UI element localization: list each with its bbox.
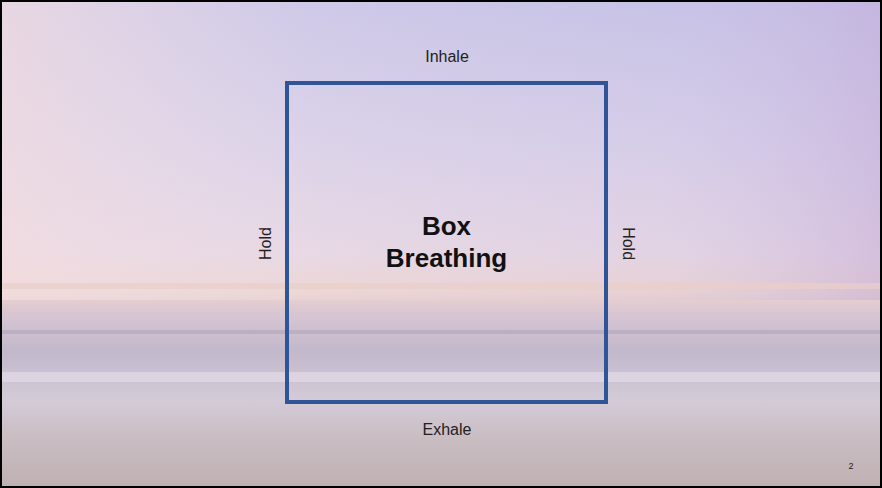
breathing-box: Box Breathing	[285, 81, 608, 404]
step-label: Hold	[255, 228, 274, 261]
step-label: Inhale	[425, 47, 469, 66]
step-label: Hold	[618, 228, 637, 261]
box-title: Box Breathing	[386, 211, 507, 273]
slide-number: 2	[848, 461, 853, 472]
sky-tint	[0, 0, 882, 300]
step-label: Exhale	[423, 420, 472, 439]
horizon-glow	[0, 283, 882, 289]
wave-foam	[0, 372, 882, 382]
wave-streak	[0, 330, 882, 334]
